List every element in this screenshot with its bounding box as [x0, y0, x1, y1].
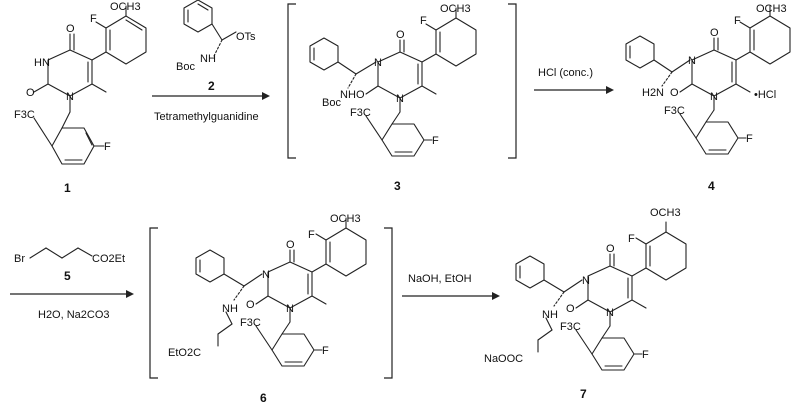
atom-f-6b: F: [322, 345, 329, 357]
arrow-head-1: [262, 92, 270, 100]
atom-cf3-3: F3C: [350, 107, 371, 119]
bracket-right-6: [384, 227, 393, 379]
compound-3-label: 3: [394, 179, 401, 193]
compound-6-label: 6: [260, 391, 267, 405]
atom-nh-3: NH: [340, 89, 356, 101]
atom-o-3a: O: [396, 29, 405, 41]
atom-och3-6: OCH3: [330, 213, 361, 225]
atom-o-1b: O: [26, 87, 35, 99]
atom-nh-2: NH: [200, 53, 216, 65]
atom-br-5: Br: [14, 253, 25, 265]
condition-step2: HCl (conc.): [538, 67, 593, 79]
atom-cf3-4: F3C: [664, 105, 685, 117]
atom-boc-3: Boc: [322, 97, 341, 109]
atom-naooc-7: NaOOC: [484, 353, 523, 365]
atom-etoc-6: EtO2C: [168, 347, 201, 359]
atom-n-7b: N: [606, 307, 614, 319]
atom-nh-6: NH: [222, 303, 238, 315]
atom-f-7b: F: [642, 349, 649, 361]
atom-f-4a: F: [734, 15, 741, 27]
atom-nh-7: NH: [542, 309, 558, 321]
compound-7: [515, 221, 687, 371]
bracket-left-6: [149, 227, 158, 379]
atom-o-6a: O: [286, 239, 295, 251]
bracket-right-3: [508, 3, 517, 159]
compound-4-label: 4: [708, 179, 715, 193]
atom-n-6a: N: [262, 269, 270, 281]
atom-n-1: N: [66, 91, 74, 103]
condition-step3: H2O, Na2CO3: [38, 309, 110, 321]
bracket-left-3: [287, 3, 296, 159]
condition-step1: Tetramethylguanidine: [154, 111, 259, 123]
atom-cf3-1: F3C: [14, 109, 35, 121]
atom-o-6b: O: [246, 299, 255, 311]
atom-n-4b: N: [710, 91, 718, 103]
atom-n-4a: N: [688, 55, 696, 67]
atom-n-7a: N: [582, 275, 590, 287]
compound-7-label: 7: [580, 387, 587, 401]
atom-co2et-5: CO2Et: [92, 253, 125, 265]
atom-och3-4: OCH3: [756, 3, 787, 15]
atom-och3-1: OCH3: [110, 1, 141, 13]
atom-hcl-4: •HCl: [754, 89, 776, 101]
atom-cf3-6: F3C: [240, 317, 261, 329]
atom-f-3a: F: [420, 15, 427, 27]
atom-ots: OTs: [236, 31, 256, 43]
atom-o-7a: O: [606, 243, 615, 255]
atom-och3-3: OCH3: [440, 3, 471, 15]
atom-f-6a: F: [308, 229, 315, 241]
compound-2-label: 2: [208, 79, 215, 93]
atom-o-1a: O: [66, 23, 75, 35]
compound-2: [183, 0, 237, 57]
atom-f-4b: F: [746, 133, 753, 145]
atom-boc-2: Boc: [176, 61, 195, 73]
compound-6: [195, 217, 367, 367]
atom-cf3-7: F3C: [560, 321, 581, 333]
atom-o-3b: O: [356, 89, 365, 101]
arrow-head-2: [606, 86, 614, 94]
atom-n-6b: N: [286, 303, 294, 315]
compound-4: [625, 5, 791, 155]
atom-o-7b: O: [566, 303, 575, 315]
atom-o-4a: O: [710, 27, 719, 39]
compound-3: [309, 7, 477, 157]
atom-f-7a: F: [628, 233, 635, 245]
atom-h2n-4: H2N: [642, 87, 664, 99]
compound-5: [29, 247, 93, 259]
arrow-head-3: [126, 290, 134, 298]
atom-f-1a: F: [90, 13, 97, 25]
atom-f-3b: F: [432, 135, 439, 147]
compound-1: [33, 5, 147, 165]
compound-5-label: 5: [64, 269, 71, 283]
condition-step4: NaOH, EtOH: [408, 273, 472, 285]
atom-f-1b: F: [104, 141, 111, 153]
arrow-head-4: [492, 292, 500, 300]
atom-n-3a: N: [374, 57, 382, 69]
atom-o-4b: O: [670, 87, 679, 99]
atom-och3-7: OCH3: [650, 207, 681, 219]
atom-n-3b: N: [396, 93, 404, 105]
atom-hn-1: HN: [34, 57, 50, 69]
compound-1-label: 1: [64, 181, 71, 195]
